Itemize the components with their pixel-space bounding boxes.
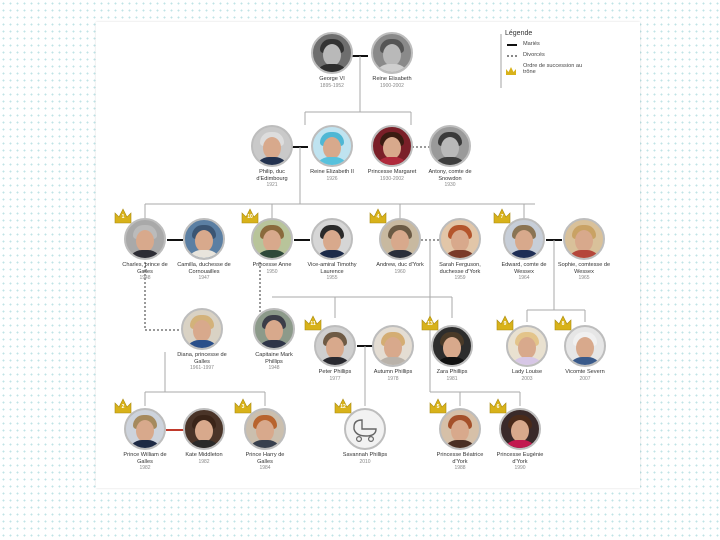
person-reine-elisabeth[interactable]: Reine Elisabeth 1900-2002 bbox=[364, 32, 420, 89]
person-mark[interactable]: Capitaine Mark Phillips 1948 bbox=[246, 308, 302, 371]
portrait-elizabeth-ii bbox=[311, 125, 353, 167]
portrait-sarah bbox=[439, 218, 481, 260]
person-sophie[interactable]: Sophie, comtesse de Wessex 1965 bbox=[556, 218, 612, 281]
portrait-philip bbox=[251, 125, 293, 167]
person-eugenie[interactable]: 6 Princesse Eugénie d'York 1990 bbox=[489, 398, 548, 471]
pram-icon bbox=[353, 419, 377, 443]
portrait-james bbox=[564, 325, 606, 367]
person-philip[interactable]: Philip, duc d'Edimbourg 1921 bbox=[244, 125, 300, 188]
crown-icon: 13 bbox=[421, 315, 439, 331]
divorce-line-icon bbox=[505, 52, 519, 60]
legend-divorce: Divorcés bbox=[505, 52, 615, 60]
person-camilla[interactable]: Camilla, duchesse de Cornouailles 1947 bbox=[176, 218, 232, 281]
person-george-vi[interactable]: George VI 1895-1952 bbox=[304, 32, 360, 89]
portrait-eugenie bbox=[499, 408, 541, 450]
portrait-sophie bbox=[563, 218, 605, 260]
portrait-camilla bbox=[183, 218, 225, 260]
person-louise[interactable]: 9 Lady Louise 2003 bbox=[496, 315, 555, 382]
person-sarah[interactable]: Sarah Ferguson, duchesse d'York 1959 bbox=[432, 218, 488, 281]
person-harry[interactable]: 3 Prince Harry de Galles 1984 bbox=[234, 398, 293, 471]
person-timothy[interactable]: Vice-amiral Timothy Laurence 1955 bbox=[304, 218, 360, 281]
portrait-anne bbox=[251, 218, 293, 260]
person-edward[interactable]: 7 Edward, comte de Wessex 1964 bbox=[493, 208, 552, 281]
legend-succession: Ordre de succession au trône bbox=[505, 63, 615, 76]
legend-title: Légende bbox=[505, 30, 533, 37]
person-antony[interactable]: Antony, comte de Snowdon 1930 bbox=[422, 125, 478, 188]
portrait-kate bbox=[183, 408, 225, 450]
person-margaret[interactable]: Princesse Margaret 1930-2002 bbox=[364, 125, 420, 182]
portrait-margaret bbox=[371, 125, 413, 167]
portrait-george-vi bbox=[311, 32, 353, 74]
portrait-antony bbox=[429, 125, 471, 167]
person-diana[interactable]: Diana, princesse de Galles 1961-1997 bbox=[174, 308, 230, 371]
portrait-louise bbox=[506, 325, 548, 367]
crown-icon: 11 bbox=[304, 315, 322, 331]
person-beatrice[interactable]: 5 Princesse Béatrice d'York 1988 bbox=[429, 398, 488, 471]
portrait-charles bbox=[124, 218, 166, 260]
crown-icon: 1 bbox=[114, 208, 132, 224]
person-charles[interactable]: 1 Charles, prince de Galles 1948 bbox=[114, 208, 173, 281]
person-elizabeth-ii[interactable]: Reine Elizabeth II 1926 bbox=[304, 125, 360, 182]
portrait-reine-elisabeth bbox=[371, 32, 413, 74]
crown-icon: 3 bbox=[234, 398, 252, 414]
marriage-line-icon bbox=[505, 41, 519, 49]
person-william[interactable]: 2 Prince William de Galles 1982 bbox=[114, 398, 173, 471]
portrait-savannah bbox=[344, 408, 386, 450]
crown-icon: 6 bbox=[489, 398, 507, 414]
crown-icon: 7 bbox=[493, 208, 511, 224]
crown-icon: 4 bbox=[369, 208, 387, 224]
person-anne[interactable]: 10 Princesse Anne 1950 bbox=[241, 208, 300, 275]
person-kate[interactable]: Kate Middleton 1982 bbox=[176, 408, 232, 465]
person-savannah[interactable]: 12 Savannah Phillips 2010 bbox=[334, 398, 393, 465]
crown-icon: 8 bbox=[554, 315, 572, 331]
portrait-diana bbox=[181, 308, 223, 350]
portrait-peter bbox=[314, 325, 356, 367]
legend: Légende Mariés Divorcés Ordre de success… bbox=[505, 30, 615, 79]
person-autumn[interactable]: Autumn Phillips 1978 bbox=[365, 325, 421, 382]
portrait-andrew bbox=[379, 218, 421, 260]
crown-icon: 2 bbox=[114, 398, 132, 414]
person-zara[interactable]: 13 Zara Phillips 1981 bbox=[421, 315, 480, 382]
crown-icon bbox=[505, 63, 519, 75]
person-james[interactable]: 8 Vicomte Severn 2007 bbox=[554, 315, 613, 382]
portrait-beatrice bbox=[439, 408, 481, 450]
person-andrew[interactable]: 4 Andrew, duc d'York 1960 bbox=[369, 208, 428, 275]
crown-icon: 10 bbox=[241, 208, 259, 224]
crown-icon: 5 bbox=[429, 398, 447, 414]
portrait-mark bbox=[253, 308, 295, 350]
portrait-william bbox=[124, 408, 166, 450]
portrait-edward bbox=[503, 218, 545, 260]
portrait-autumn bbox=[372, 325, 414, 367]
portrait-harry bbox=[244, 408, 286, 450]
legend-marriage: Mariés bbox=[505, 41, 615, 49]
portrait-timothy bbox=[311, 218, 353, 260]
person-peter[interactable]: 11 Peter Phillips 1977 bbox=[304, 315, 363, 382]
crown-icon: 12 bbox=[334, 398, 352, 414]
crown-icon: 9 bbox=[496, 315, 514, 331]
portrait-zara bbox=[431, 325, 473, 367]
